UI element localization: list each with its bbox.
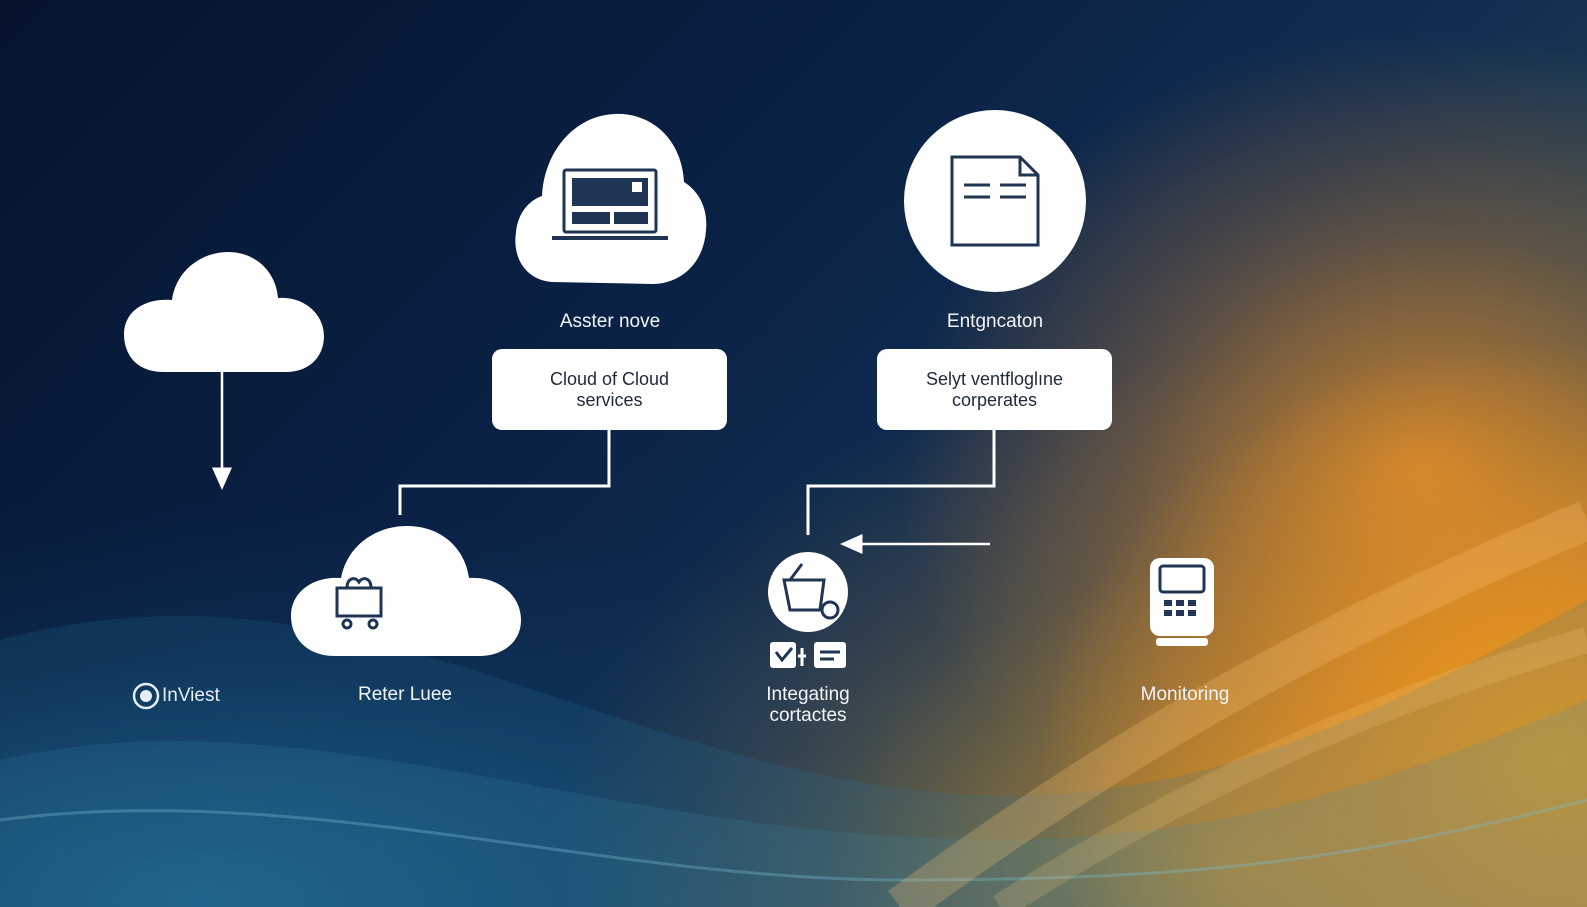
connector-box1-to-cloud [398,430,611,515]
basket-icon [782,563,840,620]
box-cloud-services-line2: services [576,389,643,410]
label-integrating-line1: Integating [766,684,850,705]
node-reter-luee [291,526,521,660]
box-selyt-line1: Selyt ventfloglıne [925,368,1064,389]
brand-name: InViest [162,685,220,706]
label-monitoring: Monitoring [1140,684,1230,705]
cloud-icon [124,252,324,372]
label-integrating: Integating cortactes [738,684,878,726]
brand-logo-icon [132,682,160,710]
box-cloud-services: Cloud of Cloud services [492,349,727,430]
laptop-icon [552,168,668,240]
node-integrating [768,552,848,632]
label-asster-nove: Asster nove [559,311,661,332]
node-entgncaton [904,110,1086,292]
document-icon [950,155,1040,247]
brand: InViest [132,682,220,710]
label-reter-luee: Reter Luee [357,684,452,705]
label-integrating-line2: cortactes [769,705,847,726]
box-cloud-services-line1: Cloud of Cloud [549,368,670,389]
connector-box2-to-integrating [806,430,996,535]
label-entgncaton: Entgncaton [946,311,1044,332]
cloud-icon [291,526,521,656]
cloud-left [124,252,324,376]
integrating-tools-icon [770,642,846,668]
box-selyt-line2: corperates [951,389,1038,410]
box-selyt: Selyt ventfloglıne corperates [877,349,1112,430]
cart-icon [335,577,383,630]
monitoring-device-icon [1150,558,1214,646]
node-asster-nove [512,112,708,288]
